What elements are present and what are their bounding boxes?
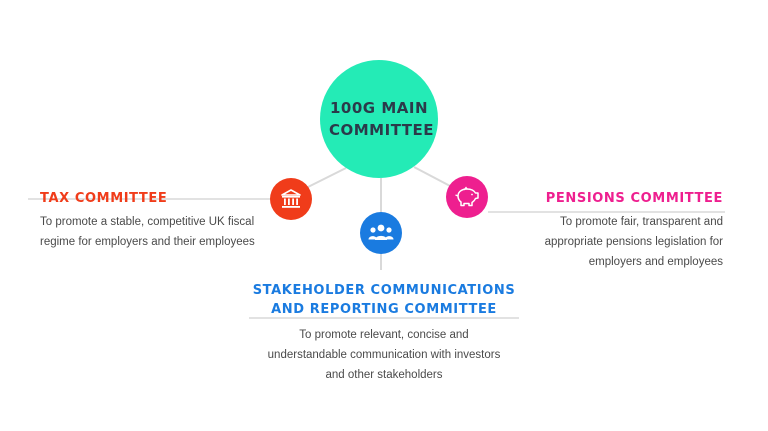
stakeholder-committee-description: To promote relevant, concise and underst… bbox=[267, 329, 501, 381]
stakeholder-committee-title: STAKEHOLDER COMMUNICATIONS AND REPORTING… bbox=[0, 281, 768, 319]
stakeholder-committee-icon-circle bbox=[360, 212, 402, 254]
piggy-bank-icon bbox=[455, 186, 479, 207]
connector-main-to-pensions bbox=[413, 166, 453, 188]
main-committee-label-line1: 100G MAIN bbox=[329, 99, 428, 117]
main-committee-label: 100G MAIN COMMITTEE bbox=[329, 97, 434, 141]
stakeholder-committee-title-line2: AND REPORTING COMMITTEE bbox=[271, 302, 497, 317]
stakeholder-committee-title-line1: STAKEHOLDER COMMUNICATIONS bbox=[252, 283, 516, 298]
pensions-committee-title: PENSIONS COMMITTEE bbox=[545, 191, 723, 206]
tax-committee-icon-circle bbox=[270, 178, 312, 220]
tax-committee-description: To promote a stable, competitive UK fisc… bbox=[40, 216, 255, 248]
bank-building-icon bbox=[281, 189, 301, 208]
main-committee-label-line2: COMMITTEE bbox=[329, 121, 434, 139]
pensions-committee-description: To promote fair, transparent and appropr… bbox=[544, 216, 723, 268]
pensions-committee-icon-circle bbox=[446, 176, 488, 218]
connector-main-to-tax bbox=[305, 167, 347, 189]
tax-committee-title: TAX COMMITTEE bbox=[40, 191, 168, 206]
main-committee-circle: 100G MAIN COMMITTEE bbox=[320, 60, 438, 178]
people-group-icon bbox=[368, 224, 394, 240]
